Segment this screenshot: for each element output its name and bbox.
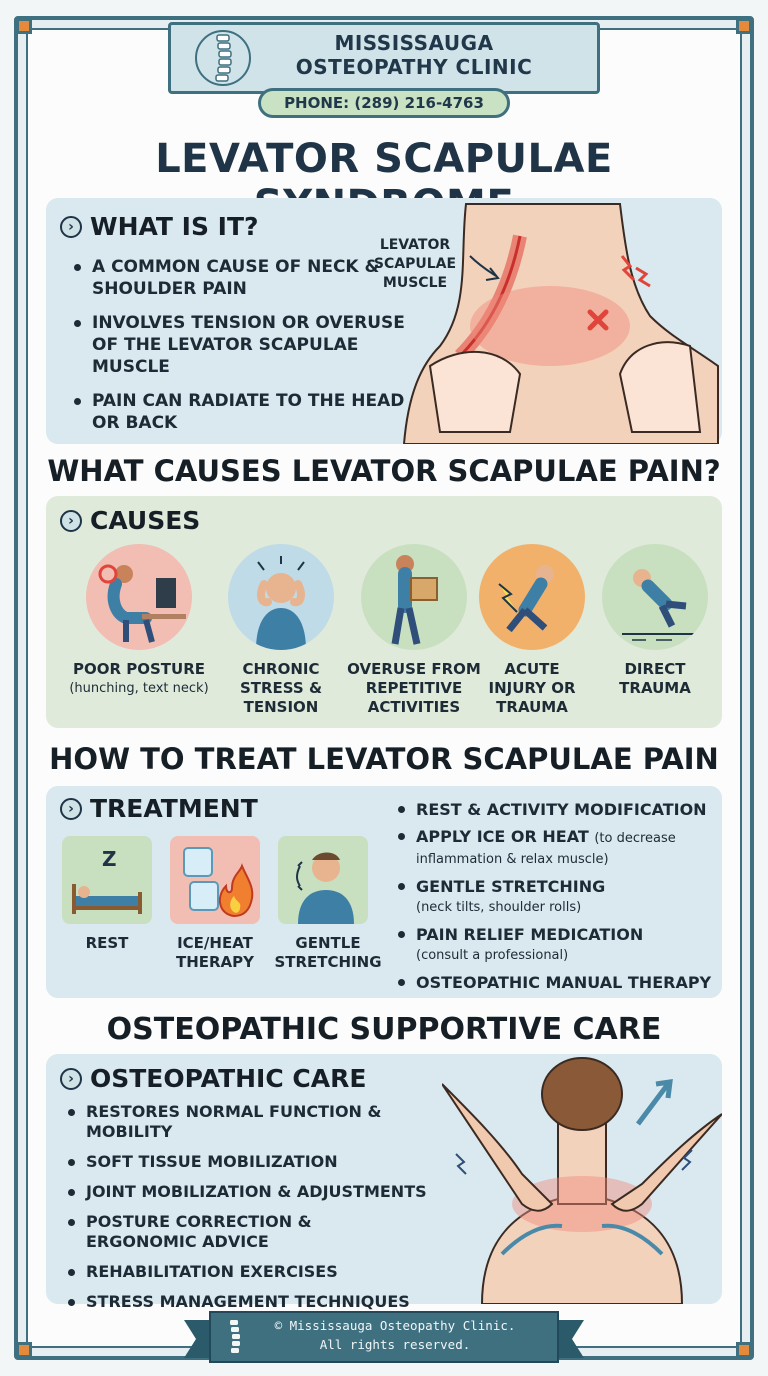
clinic-name-line1: MISSISSAUGA — [334, 31, 494, 55]
list-item: APPLY ICE OR HEAT (to decrease inflammat… — [396, 827, 714, 869]
list-item: PAIN CAN RADIATE TO THE HEAD OR BACK — [72, 390, 422, 434]
clinic-banner: MISSISSAUGA OSTEOPATHY CLINIC — [168, 22, 600, 94]
list-item: GENTLE STRETCHING (neck tilts, shoulder r… — [396, 877, 714, 917]
treatment-card-label: ICE/HEAT THERAPY — [175, 934, 255, 971]
list-item: RESTORES NORMAL FUNCTION & MOBILITY — [66, 1102, 466, 1142]
corner-ornament — [736, 18, 752, 34]
neck-stretch-icon — [278, 836, 368, 924]
treatment-item-note: (to decrease inflammation & relax muscle… — [416, 831, 676, 867]
ice-fire-icon — [170, 836, 260, 924]
care-heading-text: OSTEOPATHIC CARE — [90, 1064, 367, 1093]
treatment-item-main: PAIN RELIEF MEDICATION — [416, 925, 644, 944]
list-item: REST & ACTIVITY MODIFICATION — [396, 800, 714, 819]
cause-poor-posture: POOR POSTURE (hunching, text neck) — [54, 544, 224, 698]
causes-heading-text: CAUSES — [90, 506, 201, 535]
lifting-box-icon — [361, 544, 467, 650]
treatment-item-note: (neck tilts, shoulder rolls) — [416, 900, 582, 915]
chevron-right-icon: › — [60, 215, 82, 238]
what-is-it-heading-text: WHAT IS IT? — [90, 212, 259, 241]
corner-ornament — [736, 1342, 752, 1358]
treatment-list: REST & ACTIVITY MODIFICATION APPLY ICE O… — [396, 800, 714, 1000]
care-list: RESTORES NORMAL FUNCTION & MOBILITY SOFT… — [66, 1102, 466, 1322]
chevron-right-icon: › — [60, 509, 82, 532]
cause-direct-trauma: DIRECT TRAUMA — [600, 544, 710, 698]
corner-ornament — [16, 18, 32, 34]
cause-chronic-stress: CHRONIC STRESS & TENSION — [226, 544, 336, 717]
cause-label-sub: (hunching, text neck) — [69, 681, 209, 696]
osteopathic-massage-illustration-icon — [442, 1057, 722, 1304]
stress-icon — [228, 544, 334, 650]
fall-icon — [602, 544, 708, 650]
treatment-heading-text: TREATMENT — [90, 794, 258, 823]
neck-shoulder-illustration-icon — [402, 203, 719, 444]
treatment-item-note: (consult a professional) — [416, 948, 569, 963]
treatment-section-title: HOW TO TREAT LEVATOR SCAPULAE PAIN — [49, 742, 719, 776]
list-item: SOFT TISSUE MOBILIZATION — [66, 1152, 466, 1172]
list-item: OSTEOPATHIC MANUAL THERAPY — [396, 973, 714, 992]
list-item: REHABILITATION EXERCISES — [66, 1262, 466, 1282]
clinic-name: MISSISSAUGA OSTEOPATHY CLINIC — [251, 31, 577, 79]
corner-ornament — [16, 1342, 32, 1358]
treatment-panel — [46, 786, 722, 998]
spine-logo-icon — [195, 30, 251, 86]
list-item: PAIN RELIEF MEDICATION (consult a profess… — [396, 925, 714, 965]
footer-ribbon — [184, 1311, 584, 1363]
list-item: JOINT MOBILIZATION & ADJUSTMENTS — [66, 1182, 466, 1202]
list-item: INVOLVES TENSION OR OVERUSE OF THE LEVAT… — [72, 312, 422, 378]
treatment-item-main: REST & ACTIVITY MODIFICATION — [416, 800, 707, 819]
causes-section-title: WHAT CAUSES LEVATOR SCAPULAE PAIN? — [47, 454, 721, 488]
footer-line2: All rights reserved. — [319, 1337, 471, 1352]
clinic-name-line2: OSTEOPATHY CLINIC — [295, 55, 533, 79]
treatment-card-label: GENTLE STRETCHING — [274, 934, 382, 971]
cause-label: DIRECT TRAUMA — [619, 660, 691, 697]
treatment-item-main: GENTLE STRETCHING — [416, 877, 606, 896]
footer-line1: © Mississauga Osteopathy Clinic. — [274, 1318, 516, 1333]
treatment-heading: › TREATMENT — [60, 794, 258, 823]
what-is-it-heading: › WHAT IS IT? — [60, 212, 259, 241]
cause-overuse: OVERUSE FROM REPETITIVE ACTIVITIES — [340, 544, 488, 717]
cause-label: OVERUSE FROM REPETITIVE ACTIVITIES — [347, 660, 481, 716]
treatment-item-main: APPLY ICE OR HEAT — [416, 827, 589, 846]
list-item: A COMMON CAUSE OF NECK & SHOULDER PAIN — [72, 256, 422, 300]
treatment-card-label: REST — [85, 934, 129, 952]
list-item: POSTURE CORRECTION & ERGONOMIC ADVICE — [66, 1212, 336, 1252]
poor-posture-icon — [86, 544, 192, 650]
phone-badge: PHONE: (289) 216-4763 — [258, 88, 510, 118]
treatment-item-main: OSTEOPATHIC MANUAL THERAPY — [416, 973, 712, 992]
cause-label: ACUTE INJURY OR TRAUMA — [488, 660, 576, 716]
chevron-right-icon: › — [60, 1067, 82, 1090]
care-heading: › OSTEOPATHIC CARE — [60, 1064, 366, 1093]
what-is-it-list: A COMMON CAUSE OF NECK & SHOULDER PAIN I… — [72, 256, 422, 446]
copyright-footer: © Mississauga Osteopathy Clinic. All rig… — [240, 1316, 550, 1354]
causes-heading: › CAUSES — [60, 506, 200, 535]
svg-text:Z: Z — [102, 847, 117, 871]
cause-label-main: POOR POSTURE — [72, 660, 206, 678]
bed-sleep-icon: Z — [62, 836, 152, 924]
list-item: STRESS MANAGEMENT TECHNIQUES — [66, 1292, 466, 1312]
injury-icon — [479, 544, 585, 650]
cause-label: POOR POSTURE (hunching, text neck) — [54, 660, 224, 698]
cause-label: CHRONIC STRESS & TENSION — [239, 660, 323, 716]
cause-acute-injury: ACUTE INJURY OR TRAUMA — [476, 544, 588, 717]
chevron-right-icon: › — [60, 797, 82, 820]
care-section-title: OSTEOPATHIC SUPPORTIVE CARE — [106, 1012, 662, 1047]
muscle-annotation: LEVATOR SCAPULAE MUSCLE — [373, 237, 457, 291]
